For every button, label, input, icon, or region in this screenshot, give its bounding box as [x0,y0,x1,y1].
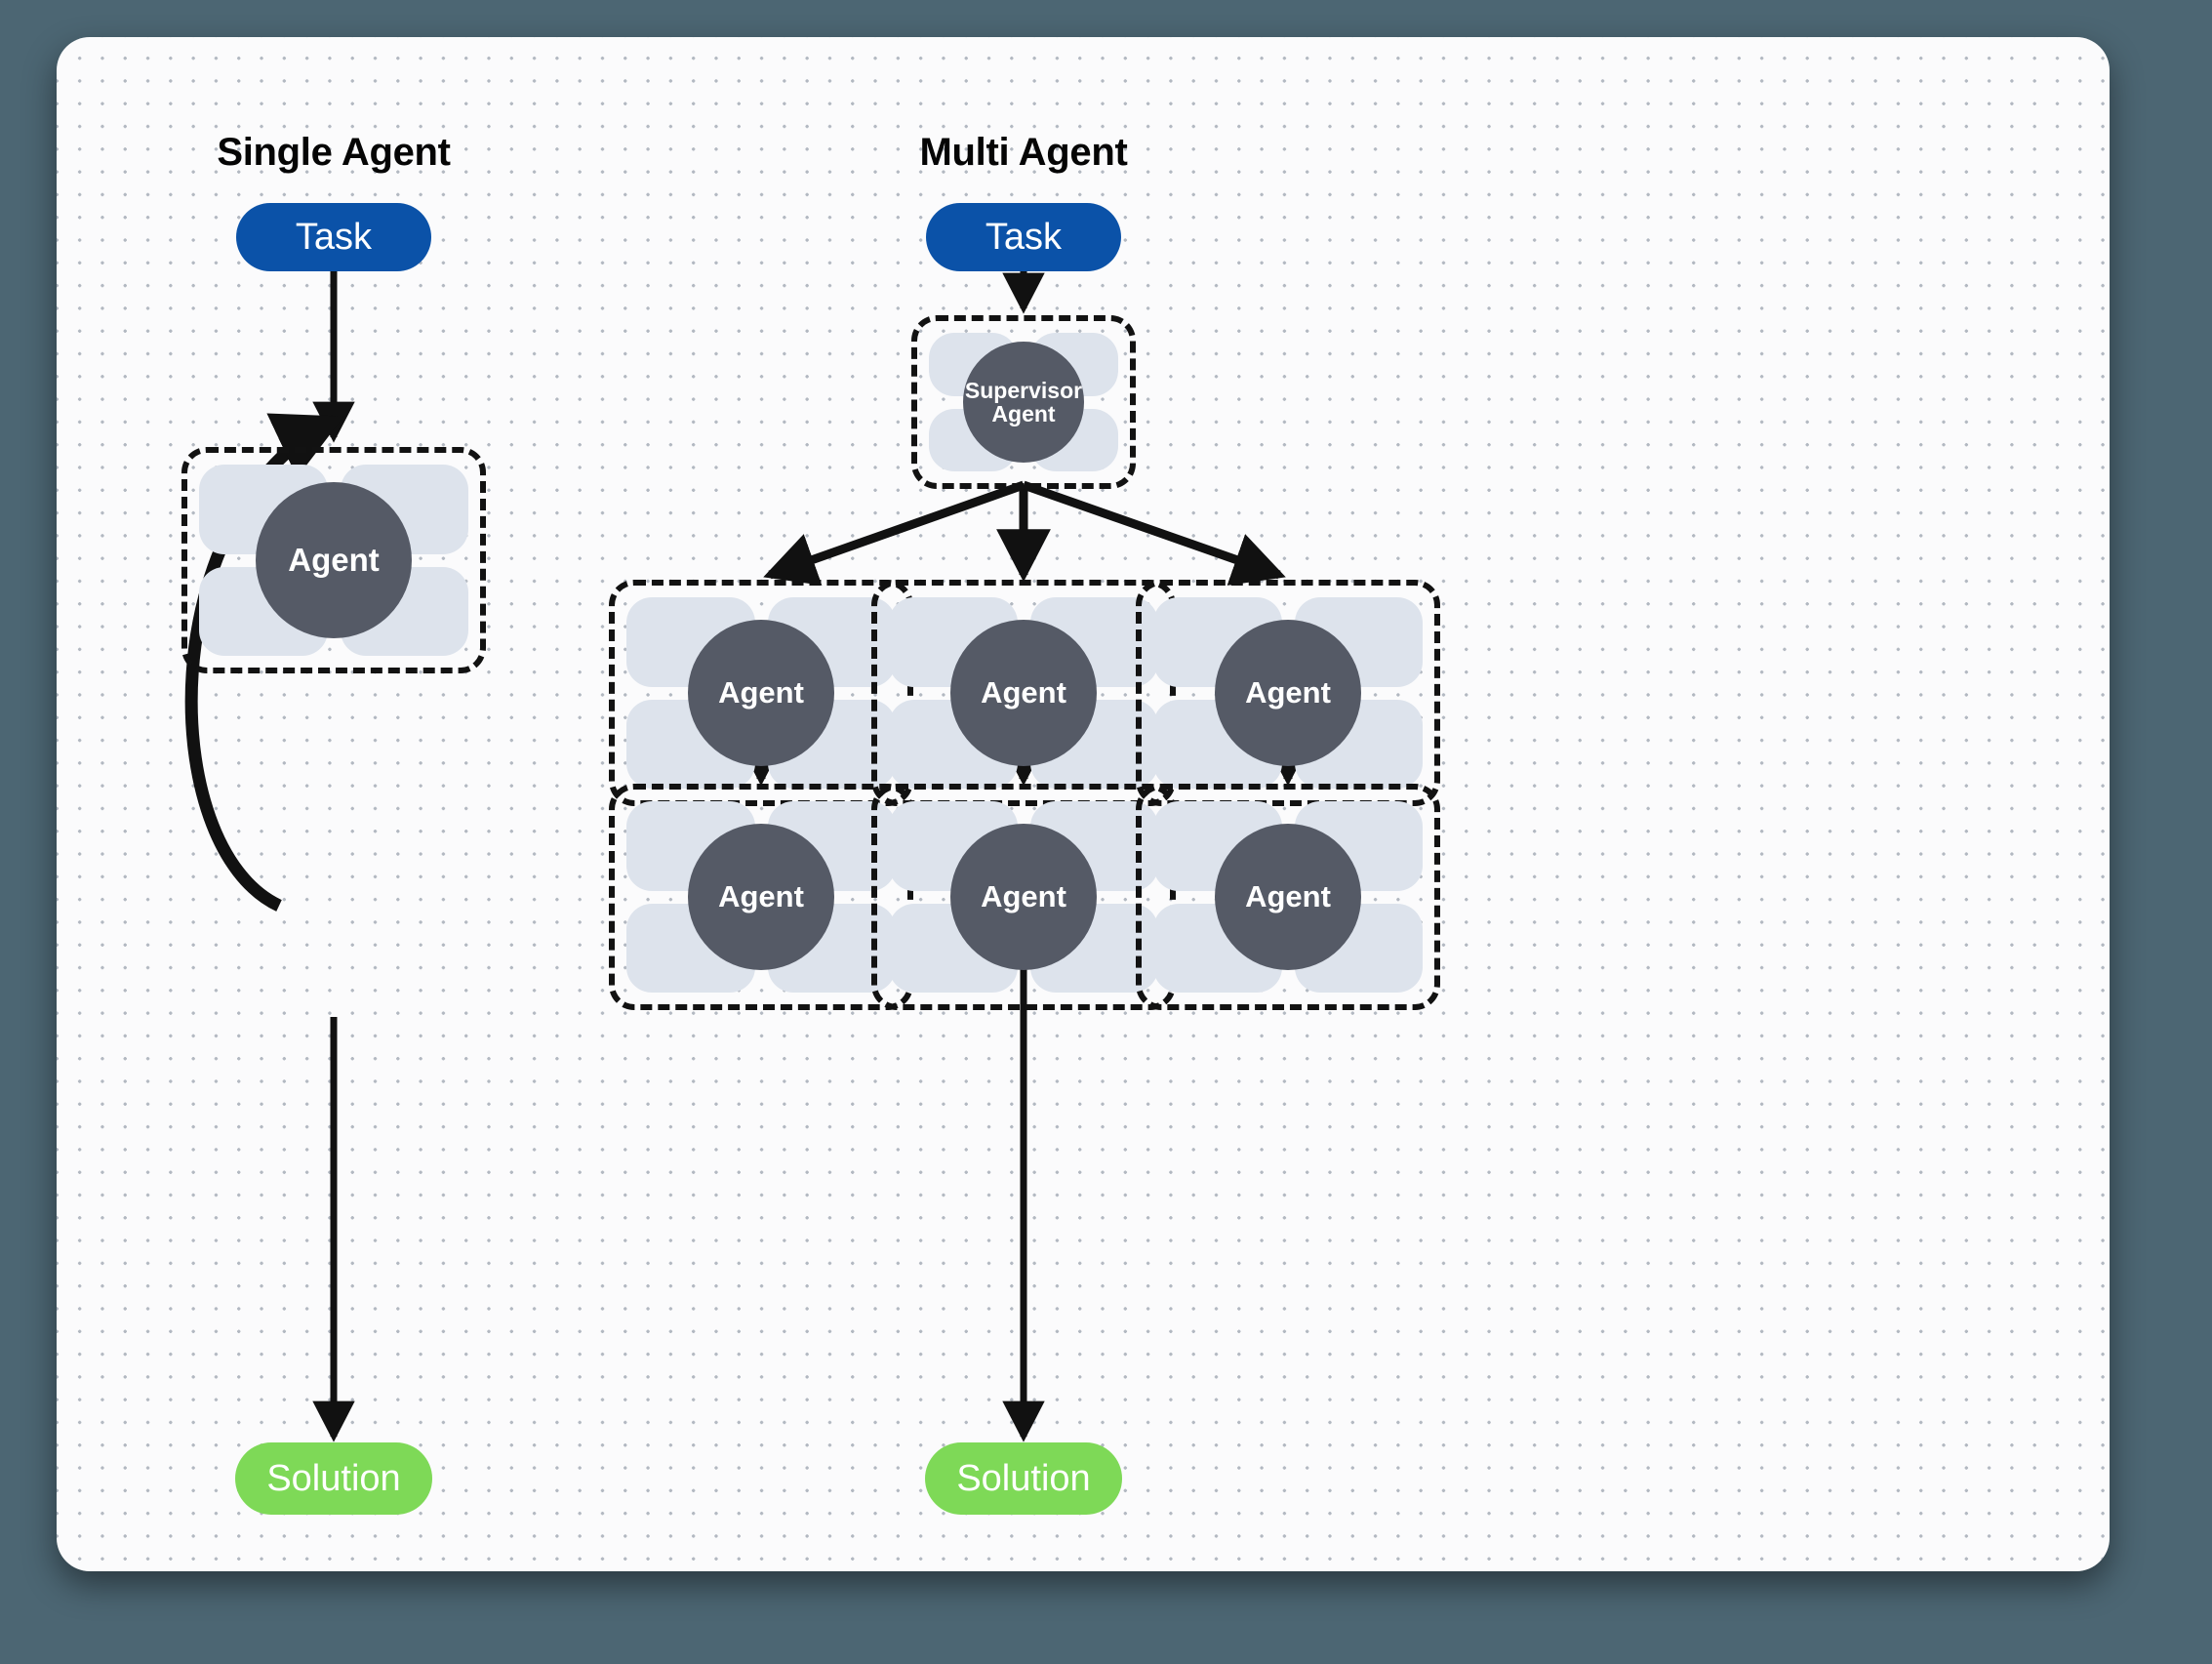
agent-circle-label-single: Agent [256,482,412,638]
node-supervisor-agent[interactable]: Supervisor Agent [911,315,1136,489]
node-agent-row2-center[interactable]: Agent [871,580,1176,806]
node-agent-row2-left[interactable]: Agent [609,580,913,806]
column-title-multi-agent: Multi Agent [919,131,1128,174]
node-agent-row3-left[interactable]: Agent [609,784,913,1010]
edge-supervisor-to-agent-left [763,480,1026,586]
agent-circle-label: Agent [688,824,834,970]
node-agent-row2-right[interactable]: Agent [1136,580,1440,806]
agent-label: Agent [1245,878,1331,913]
node-task-multi[interactable]: Task [926,203,1121,271]
node-task-single[interactable]: Task [236,203,431,271]
supervisor-circle-label: Supervisor Agent [963,342,1084,463]
agent-circle-label: Agent [950,824,1097,970]
agent-label: Agent [981,878,1066,913]
agent-circle-label: Agent [1215,620,1361,766]
agent-circle-label: Agent [688,620,834,766]
edge-supervisor-to-agent-right [1022,480,1286,586]
agent-label: Agent [1245,674,1331,710]
supervisor-label-line1: Supervisor [964,377,1083,403]
agent-circle-label: Agent [1215,824,1361,970]
agent-label: Agent [981,674,1066,710]
diagram-card: Single Agent Task Agent Solution Multi A… [57,37,2110,1571]
node-agent-row3-right[interactable]: Agent [1136,784,1440,1010]
node-agent-single[interactable]: Agent [181,447,486,673]
agent-label: Agent [288,541,380,578]
agent-label: Agent [718,674,804,710]
node-solution-multi[interactable]: Solution [925,1442,1122,1515]
agent-circle-label: Agent [950,620,1097,766]
column-title-single-agent: Single Agent [217,131,451,174]
supervisor-label-line2: Agent [991,401,1056,426]
node-agent-row3-center[interactable]: Agent [871,784,1176,1010]
node-solution-single[interactable]: Solution [235,1442,432,1515]
agent-label: Agent [718,878,804,913]
